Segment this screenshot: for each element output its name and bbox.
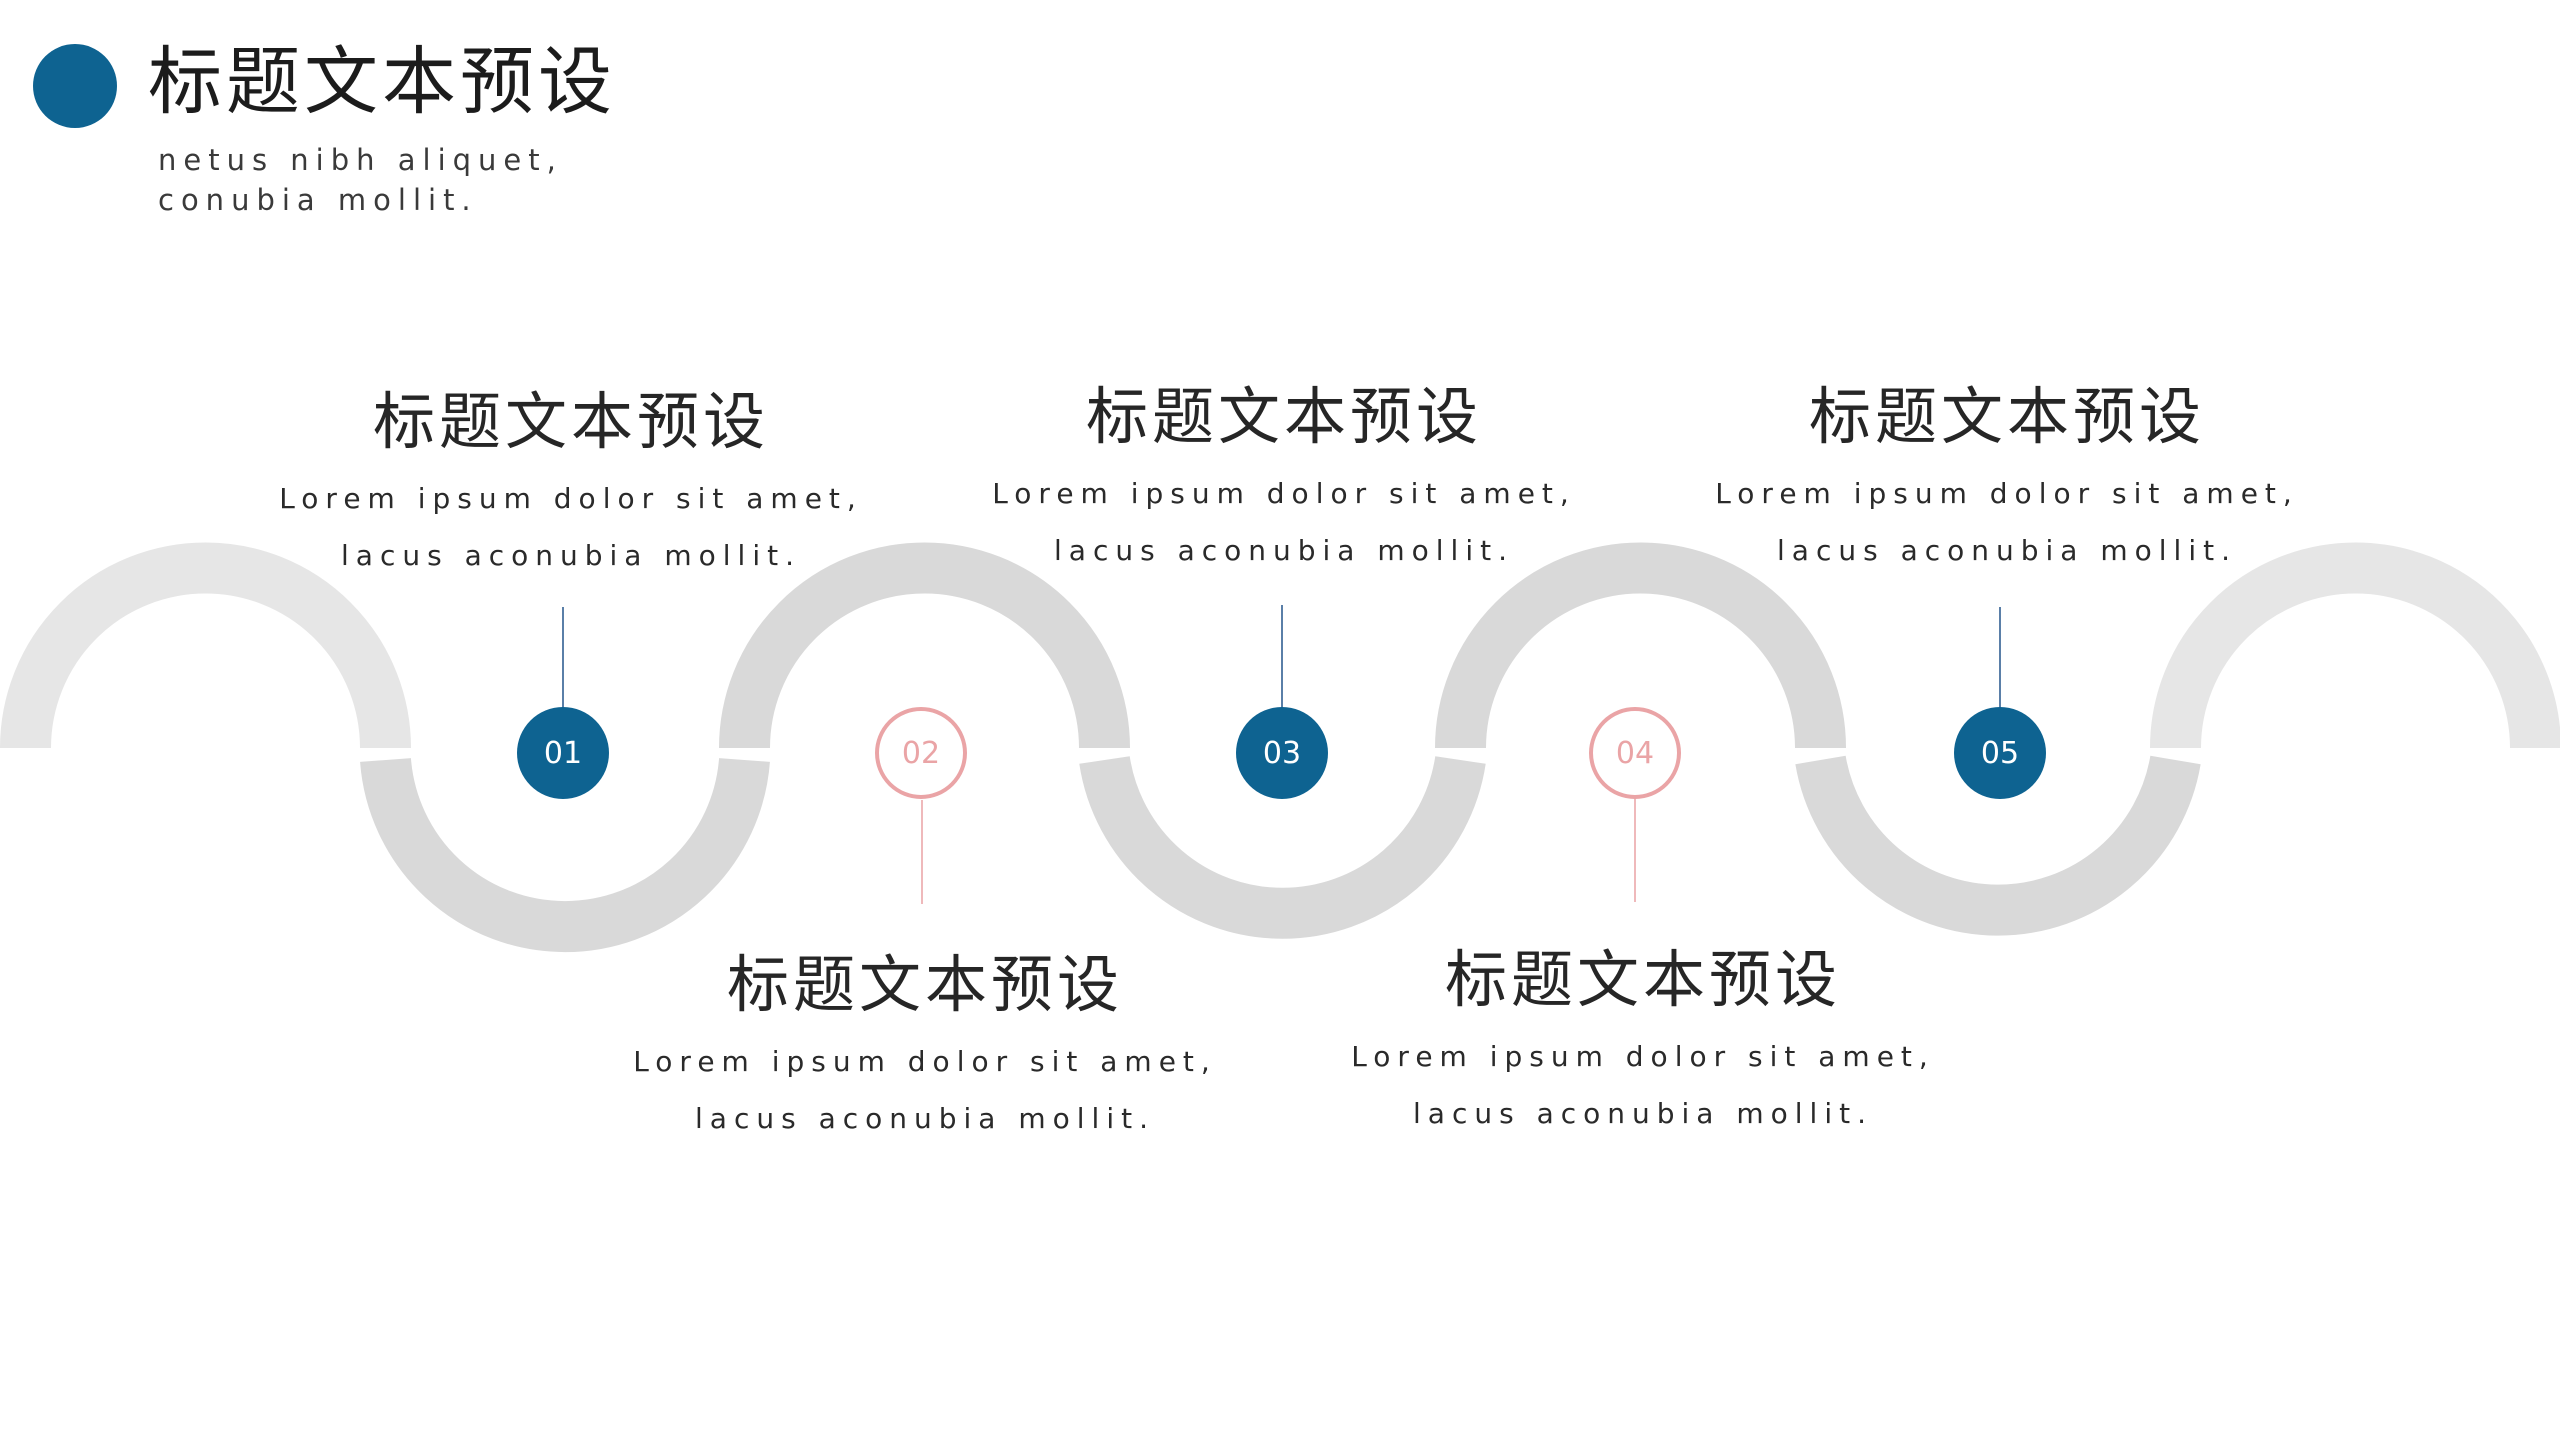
page-title: 标题文本预设 [148, 39, 616, 125]
step-05-number: 05 [1980, 735, 2020, 771]
step-02-description-line-1: Lorem ipsum dolor sit amet, [633, 1045, 1217, 1078]
wave-arch-1 [0, 542, 411, 749]
step-02-text: 标题文本预设 Lorem ipsum dolor sit amet, lacus… [545, 945, 1305, 1147]
step-01-description: Lorem ipsum dolor sit amet, lacus aconub… [191, 470, 951, 584]
wave-arch-4 [2150, 542, 2560, 749]
step-01-description-line-1: Lorem ipsum dolor sit amet, [279, 482, 863, 515]
step-04-number: 04 [1615, 735, 1655, 771]
step-01-text: 标题文本预设 Lorem ipsum dolor sit amet, lacus… [191, 382, 951, 584]
step-01-connector [562, 607, 564, 711]
step-05-title: 标题文本预设 [1808, 380, 2205, 453]
step-01-description-line-2: lacus aconubia mollit. [341, 539, 801, 572]
page-subtitle: netus nibh aliquet, conubia mollit. [158, 140, 563, 220]
step-02-description: Lorem ipsum dolor sit amet, lacus aconub… [545, 1033, 1305, 1147]
step-03-description-line-1: Lorem ipsum dolor sit amet, [992, 477, 1576, 510]
step-03-description-line-2: lacus aconubia mollit. [1054, 534, 1514, 567]
step-03-connector [1281, 605, 1283, 709]
step-05-description-line-1: Lorem ipsum dolor sit amet, [1715, 477, 2299, 510]
wave-trough-2 [1079, 755, 1486, 939]
step-05-badge: 05 [1954, 707, 2046, 799]
step-05-text: 标题文本预设 Lorem ipsum dolor sit amet, lacus… [1627, 377, 2387, 579]
step-05-connector [1999, 607, 2001, 711]
step-03-badge: 03 [1236, 707, 1328, 799]
step-05-description: Lorem ipsum dolor sit amet, lacus aconub… [1627, 465, 2387, 579]
wave-arch-3 [1435, 542, 1846, 749]
step-02-connector [921, 800, 923, 904]
step-02-number: 02 [901, 735, 941, 771]
step-04-description-line-2: lacus aconubia mollit. [1413, 1097, 1873, 1130]
page-subtitle-line-2: conubia mollit. [158, 183, 478, 217]
step-04-connector [1634, 798, 1636, 902]
step-03-number: 03 [1262, 735, 1302, 771]
wave-trough-3 [1795, 755, 2201, 936]
step-02-title: 标题文本预设 [726, 948, 1123, 1021]
step-03-title: 标题文本预设 [1085, 380, 1482, 453]
step-04-badge: 04 [1589, 707, 1681, 799]
wave-arch-2 [719, 542, 1130, 749]
step-04-description: Lorem ipsum dolor sit amet, lacus aconub… [1263, 1028, 2023, 1142]
step-01-number: 01 [543, 735, 583, 771]
step-04-title: 标题文本预设 [1444, 943, 1841, 1016]
step-05-description-line-2: lacus aconubia mollit. [1777, 534, 2237, 567]
step-03-text: 标题文本预设 Lorem ipsum dolor sit amet, lacus… [904, 377, 1664, 579]
step-02-description-line-2: lacus aconubia mollit. [695, 1102, 1155, 1135]
step-04-text: 标题文本预设 Lorem ipsum dolor sit amet, lacus… [1263, 940, 2023, 1142]
step-01-badge: 01 [517, 707, 609, 799]
page-subtitle-line-1: netus nibh aliquet, [158, 143, 563, 177]
step-03-description: Lorem ipsum dolor sit amet, lacus aconub… [904, 465, 1664, 579]
step-01-title: 标题文本预设 [372, 385, 769, 458]
step-04-description-line-1: Lorem ipsum dolor sit amet, [1351, 1040, 1935, 1073]
step-02-badge: 02 [875, 707, 967, 799]
wave-trough-1 [360, 757, 770, 953]
header-dot-icon [33, 44, 117, 128]
